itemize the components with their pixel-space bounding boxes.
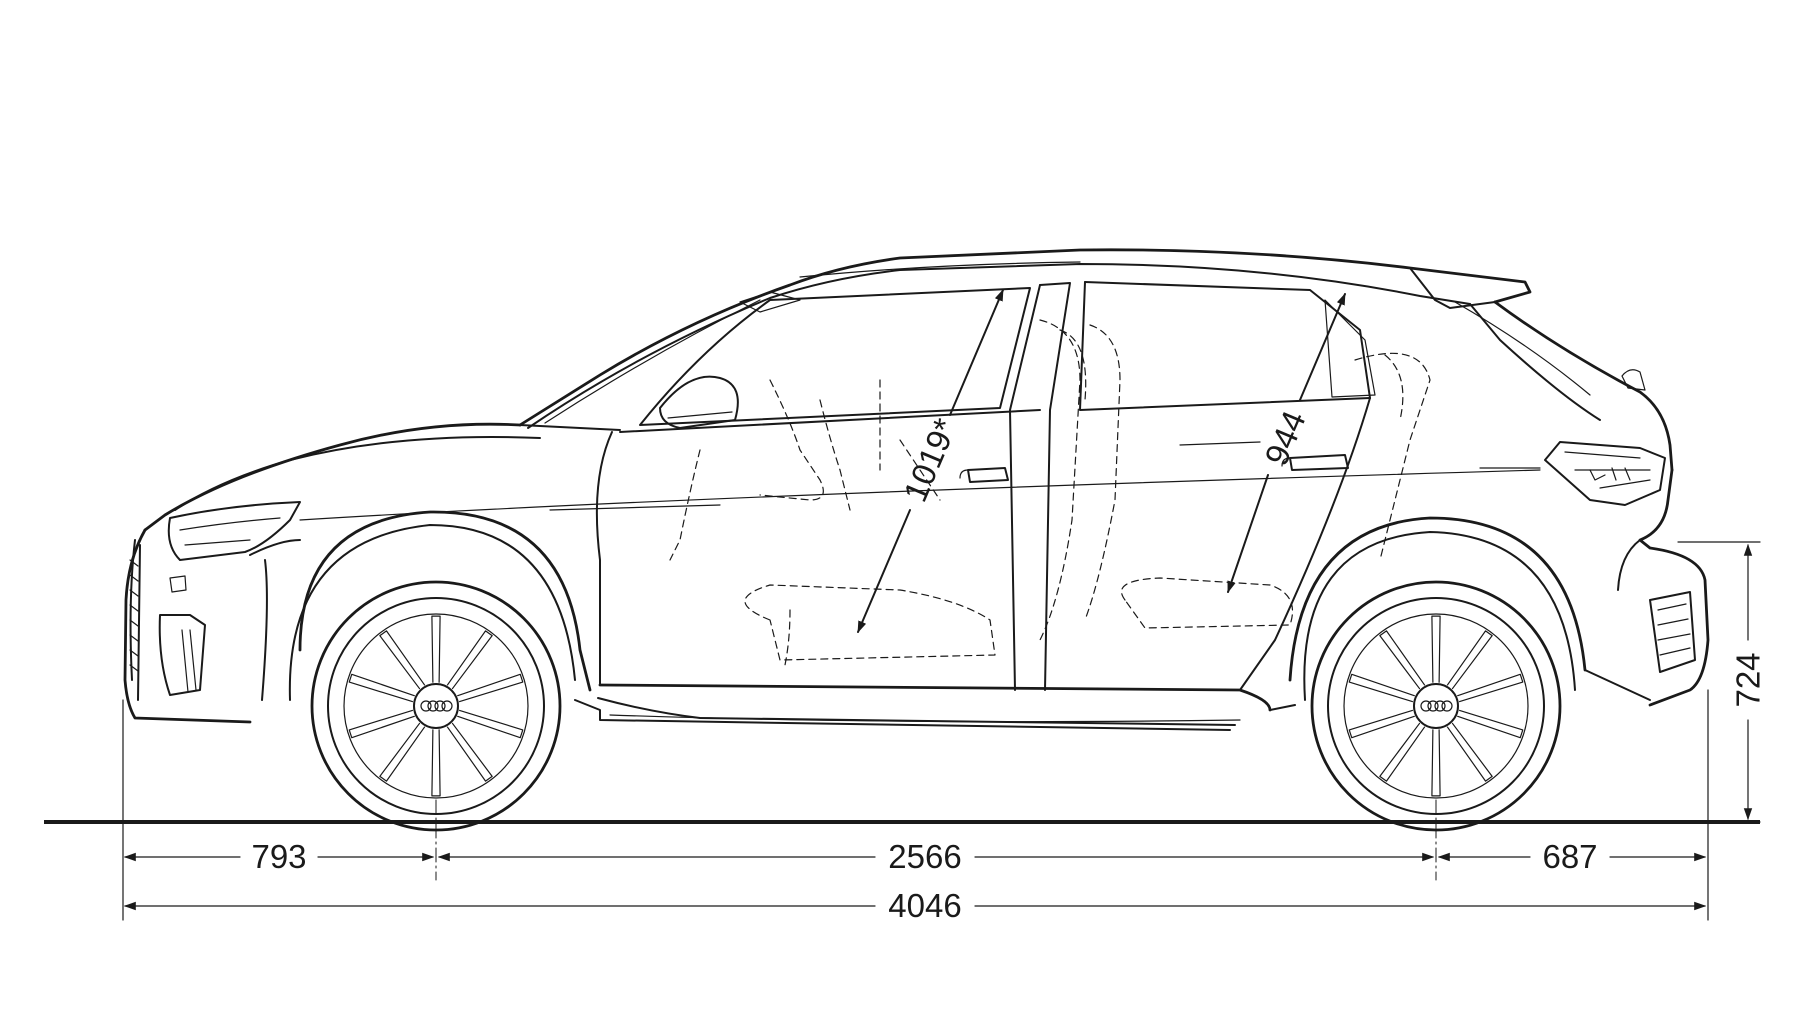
wheel-spoke [1457,709,1524,739]
car-body-outline [123,248,1710,731]
wheel-spoke [379,722,426,782]
wheel-spoke [1431,729,1441,797]
dim-front-headroom: 1019* [857,288,1004,634]
wheel-spoke [431,729,441,797]
dim-rear-overhang: 687 [1437,838,1707,875]
wheel-spoke [1446,722,1493,782]
wheel-spoke [457,709,524,739]
dim-overall-length: 4046 [123,887,1707,924]
wheelbase-label: 2566 [888,838,961,875]
wheel-spoke [446,630,493,690]
dim-rear-height: 724 [1730,543,1767,821]
front-wheel-logo [420,700,453,712]
dim-rear-headroom: 944 [1227,292,1346,594]
overall-length-label: 4046 [888,887,961,924]
rear-overhang-label: 687 [1542,838,1597,875]
wheel-spoke [348,673,415,703]
interior-dashed [669,319,1431,666]
rear-headroom-label: 944 [1257,405,1313,470]
wheel-spoke [1348,709,1415,739]
dim-wheelbase: 2566 [437,838,1435,875]
dim-front-overhang: 793 [123,838,435,875]
wheel-spoke [1431,615,1441,683]
front-headroom-label: 1019* [896,413,964,507]
wheel-spoke [1457,673,1524,703]
front-overhang-label: 793 [251,838,306,875]
wheel-spoke [1446,630,1493,690]
front-wheel [310,580,562,832]
wheel-spoke [1348,673,1415,703]
wheel-spoke [348,709,415,739]
wheel-spoke [431,615,441,683]
rear-height-label: 724 [1730,652,1767,707]
extension-lines [122,541,1761,921]
wheel-spoke [1379,630,1426,690]
rear-wheel [1310,580,1562,832]
rear-wheel-logo [1420,700,1453,712]
wheel-spoke [457,673,524,703]
wheel-spoke [379,630,426,690]
wheel-spoke [1379,722,1426,782]
wheel-spoke [446,722,493,782]
